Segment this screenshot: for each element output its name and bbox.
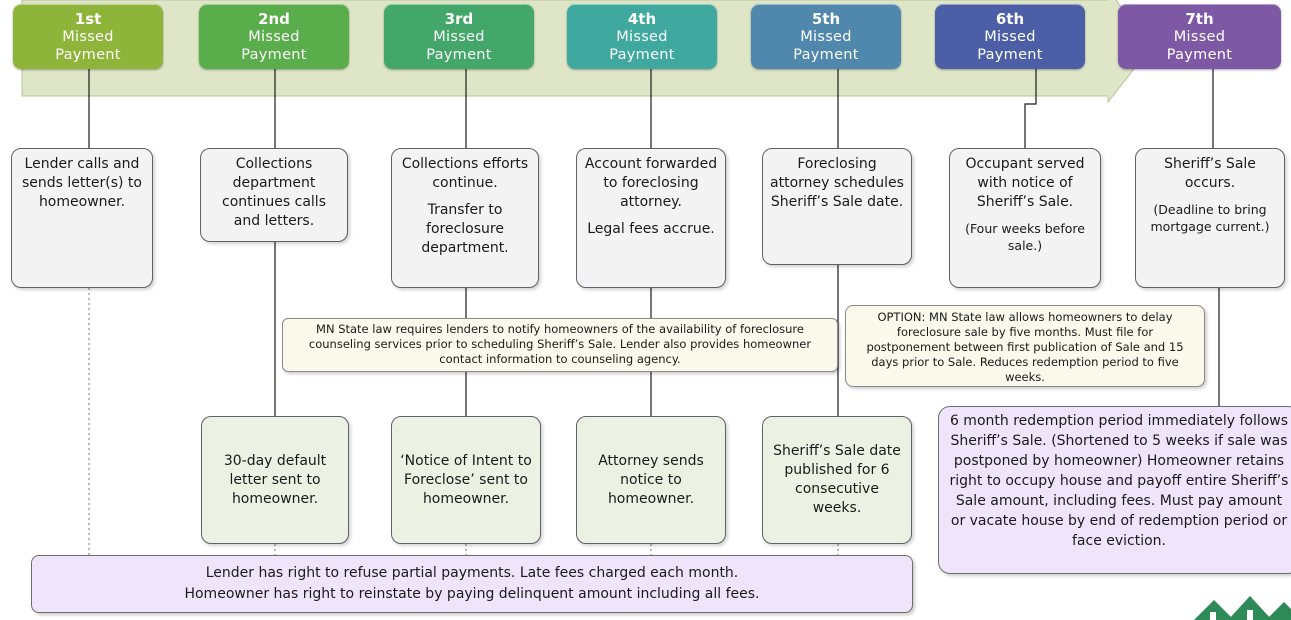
step-text: 30-day default letter sent to homeowner.	[223, 452, 327, 507]
house-roof-shape	[1194, 600, 1234, 620]
rights-note-line: Lender has right to refuse partial payme…	[205, 565, 739, 581]
step-box-intent-to-foreclose: ‘Notice of Intent to Foreclose’ sent to …	[391, 416, 541, 544]
step-text: Attorney sends notice to homeowner.	[598, 452, 704, 507]
phase-label: Missed	[62, 28, 114, 45]
phase-ordinal: 2nd	[258, 9, 290, 28]
step-text: Collections efforts continue.	[401, 156, 529, 191]
phase-label: Missed	[248, 28, 300, 45]
house-logo-icon	[1194, 596, 1291, 620]
connector-line	[1024, 69, 1037, 148]
phase-tab-3: 3rd Missed Payment	[384, 4, 534, 69]
step-box-sale-published: Sheriff’s Sale date published for 6 cons…	[762, 416, 912, 544]
phase-label: Missed	[1173, 28, 1226, 45]
step-box-default-letter: 30-day default letter sent to homeowner.	[201, 416, 349, 544]
phase-label: Payment	[793, 46, 859, 63]
house-door-shape	[1247, 610, 1253, 620]
step-box-attorney-schedules: Foreclosing attorney schedules Sheriff’s…	[762, 148, 912, 265]
step-text: Legal fees accrue.	[587, 221, 715, 237]
step-box-attorney-notice: Attorney sends notice to homeowner.	[576, 416, 726, 544]
step-text: Sheriff’s Sale date published for 6 cons…	[773, 443, 901, 516]
phase-label: Missed	[433, 28, 485, 45]
rights-note-line: Homeowner has right to reinstate by payi…	[184, 586, 760, 602]
phase-tab-5: 5th Missed Payment	[751, 4, 901, 69]
step-subtext: (Deadline to bring mortgage current.)	[1150, 202, 1270, 234]
option-note: OPTION: MN State law allows homeowners t…	[845, 305, 1205, 387]
phase-ordinal: 7th	[1185, 9, 1214, 28]
phase-tab-4: 4th Missed Payment	[567, 4, 717, 69]
phase-label: Missed	[616, 28, 668, 45]
step-box-account-forwarded: Account forwarded to foreclosing attorne…	[576, 148, 726, 288]
step-subtext: (Four weeks before sale.)	[965, 221, 1085, 253]
phase-label: Payment	[55, 46, 121, 63]
step-box-occupant-served: Occupant served with notice of Sheriff’s…	[949, 148, 1101, 288]
step-text: Sheriff’s Sale occurs.	[1164, 156, 1256, 191]
step-text: Transfer to foreclosure department.	[421, 202, 509, 256]
step-box-sheriff-sale: Sheriff’s Sale occurs. (Deadline to brin…	[1135, 148, 1285, 288]
phase-label: Missed	[800, 28, 852, 45]
phase-label: Payment	[426, 46, 492, 63]
phase-label: Payment	[1166, 46, 1233, 63]
dotted-connectors	[88, 288, 839, 555]
house-door-shape	[1210, 612, 1216, 620]
phase-ordinal: 5th	[811, 9, 841, 28]
step-text: Account forwarded to foreclosing attorne…	[584, 156, 718, 210]
step-text: Occupant served with notice of Sheriff’s…	[965, 156, 1085, 210]
phase-tab-7: 7th Missed Payment	[1118, 4, 1281, 69]
phase-tab-2: 2nd Missed Payment	[199, 4, 349, 69]
step-box-lender-calls: Lender calls and sends letter(s) to home…	[11, 148, 153, 288]
redemption-period-note: 6 month redemption period immediately fo…	[938, 406, 1291, 574]
rights-note: Lender has right to refuse partial payme…	[31, 555, 913, 613]
phase-label: Missed	[984, 28, 1036, 45]
phase-ordinal: 1st	[74, 9, 102, 28]
phase-ordinal: 4th	[627, 9, 657, 28]
house-roof-shape	[1228, 596, 1272, 620]
phase-tab-1: 1st Missed Payment	[13, 4, 163, 69]
phase-ordinal: 6th	[995, 9, 1025, 28]
phase-label: Payment	[977, 46, 1043, 63]
step-box-collections: Collections department continues calls a…	[200, 148, 348, 242]
step-box-collections-continue: Collections efforts continue. Transfer t…	[391, 148, 539, 288]
law-note: MN State law requires lenders to notify …	[282, 318, 838, 372]
connector-lines	[88, 69, 1220, 416]
step-text: Lender calls and sends letter(s) to home…	[22, 156, 142, 210]
phase-label: Payment	[609, 46, 675, 63]
step-text: Collections department continues calls a…	[222, 156, 326, 229]
house-roof-shape	[1266, 602, 1291, 620]
phase-ordinal: 3rd	[444, 9, 474, 28]
phase-tab-6: 6th Missed Payment	[935, 4, 1085, 69]
phase-label: Payment	[241, 46, 307, 63]
step-text: Foreclosing attorney schedules Sheriff’s…	[770, 156, 904, 210]
step-text: ‘Notice of Intent to Foreclose’ sent to …	[400, 452, 532, 507]
